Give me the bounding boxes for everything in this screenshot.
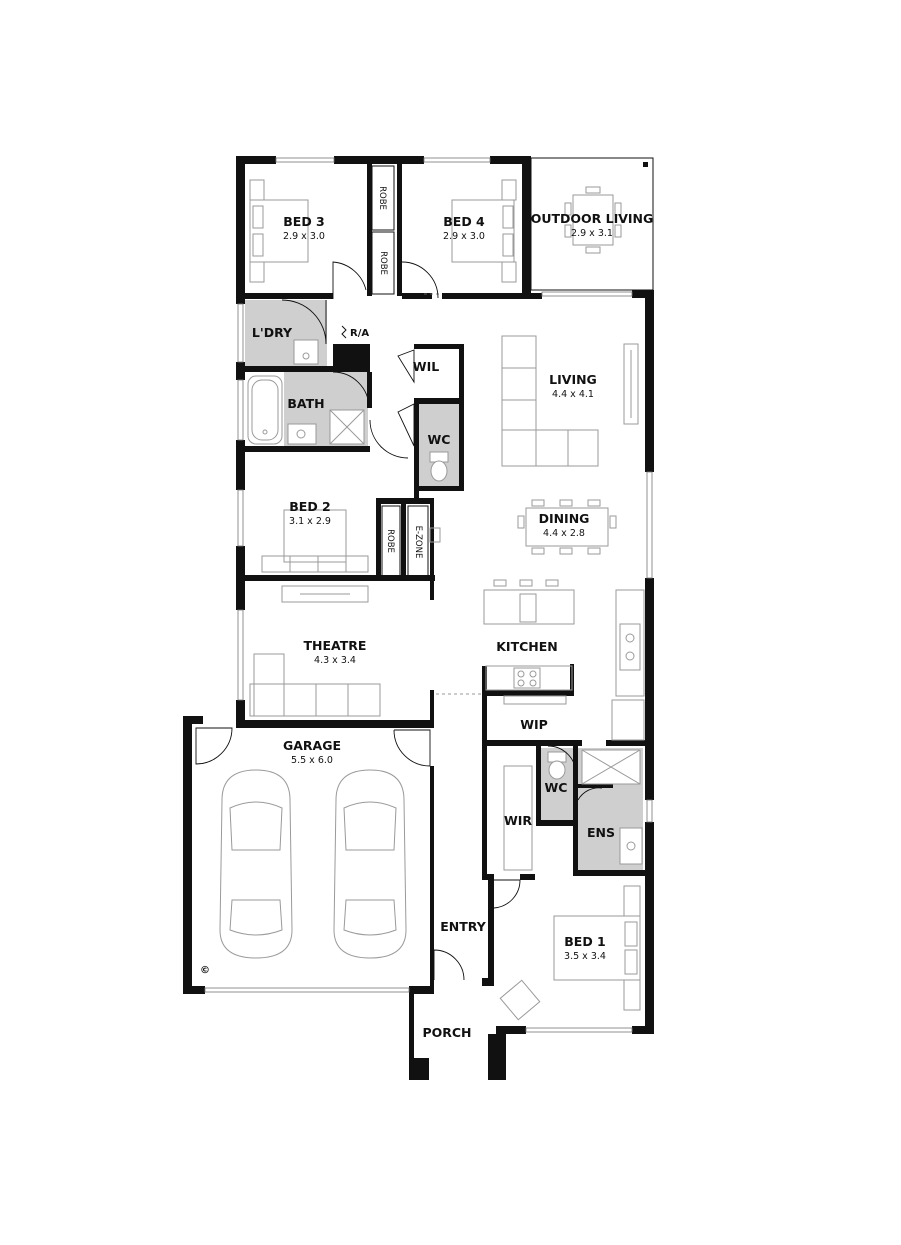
- bed1-dims: 3.5 x 3.4: [564, 951, 606, 962]
- ezone-label: E-ZONE: [413, 526, 423, 559]
- bed3-bed: [249, 199, 309, 263]
- wil-door: [397, 349, 415, 384]
- return-air-label: R/A: [350, 328, 369, 339]
- furniture: [219, 165, 645, 1021]
- living-dims: 4.4 x 4.1: [552, 389, 594, 400]
- bed3-name: BED 3: [283, 214, 325, 229]
- wil-name: WIL: [413, 359, 439, 374]
- bed3-door: [332, 261, 367, 299]
- laundry-door: [281, 299, 327, 345]
- garage-car-right: [333, 769, 407, 959]
- bed3-robe-label: ROBE: [377, 186, 387, 210]
- living-sofa: [501, 335, 537, 467]
- bed4-name: BED 4: [443, 214, 485, 229]
- outdoor-living-name: OUTDOOR LIVING: [531, 211, 654, 226]
- bed3-dims: 2.9 x 3.0: [283, 231, 325, 242]
- garage-car-left: [219, 769, 293, 959]
- bed2-name: BED 2: [289, 499, 331, 514]
- bed2-robe-label: ROBE: [385, 529, 395, 553]
- bed1-name: BED 1: [564, 934, 606, 949]
- copyright-symbol: ©: [200, 965, 210, 976]
- bed1-bed: [553, 915, 641, 981]
- ensuite-name: ENS: [587, 825, 615, 840]
- garage-internal-door: [393, 729, 431, 767]
- bed1-door: [493, 879, 521, 909]
- walls: [183, 156, 654, 1080]
- wir-name: WIR: [504, 813, 532, 828]
- kitchen-name: KITCHEN: [496, 639, 558, 654]
- laundry-name: L'DRY: [252, 325, 293, 340]
- bath-door: [332, 371, 370, 409]
- windows: [204, 157, 653, 1033]
- garage-side-door: [195, 727, 233, 765]
- outdoor-living-area: [530, 157, 654, 291]
- dining-name: DINING: [539, 511, 590, 526]
- bed4-dims: 2.9 x 3.0: [443, 231, 485, 242]
- bath-name: BATH: [287, 396, 324, 411]
- wc1-name: WC: [428, 432, 451, 447]
- wip-name: WIP: [520, 717, 548, 732]
- doors: [195, 261, 603, 981]
- entry-name: ENTRY: [440, 919, 486, 934]
- bed4-robe-label: ROBE: [378, 251, 388, 275]
- ensuite-door: [577, 787, 603, 801]
- theatre-dims: 4.3 x 3.4: [314, 655, 356, 666]
- dining-table: [525, 507, 609, 547]
- porch-name: PORCH: [422, 1025, 471, 1040]
- kitchen-island: [483, 589, 575, 625]
- theatre-tv-unit: [281, 585, 369, 603]
- outdoor-living-dims: 2.9 x 3.1: [571, 228, 613, 239]
- living-name: LIVING: [549, 372, 597, 387]
- entry-door: [433, 949, 465, 981]
- garage-name: GARAGE: [283, 738, 341, 753]
- bed4-bed: [451, 199, 515, 263]
- bed4-door: [401, 261, 439, 299]
- hall-door: [369, 419, 409, 459]
- wc2-name: WC: [545, 780, 568, 795]
- room-labels: BED 3 2.9 x 3.0 BED 4 2.9 x 3.0 OUTDOOR …: [200, 186, 653, 1040]
- bed2-bed: [283, 509, 347, 563]
- bed2-dims: 3.1 x 2.9: [289, 516, 331, 527]
- garage-dims: 5.5 x 6.0: [291, 755, 333, 766]
- return-air-symbol: [341, 325, 347, 339]
- dining-dims: 4.4 x 2.8: [543, 528, 585, 539]
- wc1-door: [397, 403, 415, 447]
- theatre-name: THEATRE: [304, 638, 367, 653]
- wc2-door: [547, 745, 577, 775]
